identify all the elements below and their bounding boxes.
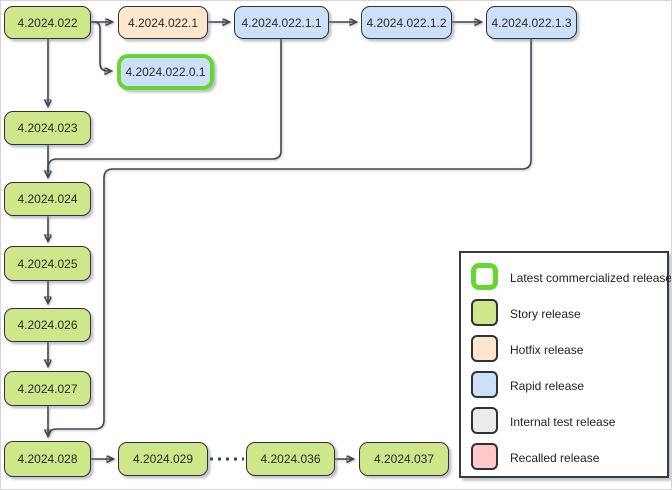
legend-label: Recalled release xyxy=(510,451,600,465)
node-4-2024-022-1-1: 4.2024.022.1.1 xyxy=(234,6,329,39)
node-4-2024-027: 4.2024.027 xyxy=(4,371,91,406)
legend-item-internal: Internal test release xyxy=(461,407,667,437)
legend-item-recalled: Recalled release xyxy=(461,443,667,473)
node-4-2024-022-1: 4.2024.022.1 xyxy=(118,6,208,39)
node-4-2024-037: 4.2024.037 xyxy=(359,442,449,476)
node-4-2024-022-0-1-latest: 4.2024.022.0.1 xyxy=(117,54,214,90)
legend-item-story: Story release xyxy=(461,299,667,329)
node-4-2024-023: 4.2024.023 xyxy=(4,111,91,145)
node-4-2024-029: 4.2024.029 xyxy=(118,442,208,476)
legend-box: Latest commercialized release Story rele… xyxy=(459,251,671,478)
legend-label: Internal test release xyxy=(510,415,616,429)
node-4-2024-026: 4.2024.026 xyxy=(4,308,91,342)
internal-test-release-swatch-icon xyxy=(471,407,498,434)
edge-022-1-3-to-028-merge xyxy=(47,39,532,438)
edge-022-to-022-0-1 xyxy=(91,21,111,71)
node-4-2024-024: 4.2024.024 xyxy=(4,182,91,216)
legend-label: Story release xyxy=(510,307,581,321)
node-4-2024-022-1-3: 4.2024.022.1.3 xyxy=(486,6,577,39)
legend-item-hotfix: Hotfix release xyxy=(461,335,667,365)
latest-commercialized-swatch-icon xyxy=(471,263,498,290)
legend-label: Rapid release xyxy=(510,379,585,393)
legend-label: Hotfix release xyxy=(510,343,584,357)
node-4-2024-025: 4.2024.025 xyxy=(4,246,91,281)
recalled-release-swatch-icon xyxy=(471,443,498,470)
node-4-2024-028: 4.2024.028 xyxy=(4,441,91,477)
node-4-2024-022-1-2: 4.2024.022.1.2 xyxy=(361,6,452,39)
edge-022-1-1-to-024-merge xyxy=(47,39,282,173)
legend-item-rapid: Rapid release xyxy=(461,371,667,401)
legend-item-latest: Latest commercialized release xyxy=(461,263,671,293)
story-release-swatch-icon xyxy=(471,299,498,326)
hotfix-release-swatch-icon xyxy=(471,335,498,362)
legend-label: Latest commercialized release xyxy=(510,271,672,285)
node-4-2024-036: 4.2024.036 xyxy=(246,442,335,476)
rapid-release-swatch-icon xyxy=(471,371,498,398)
node-4-2024-022: 4.2024.022 xyxy=(4,6,91,39)
